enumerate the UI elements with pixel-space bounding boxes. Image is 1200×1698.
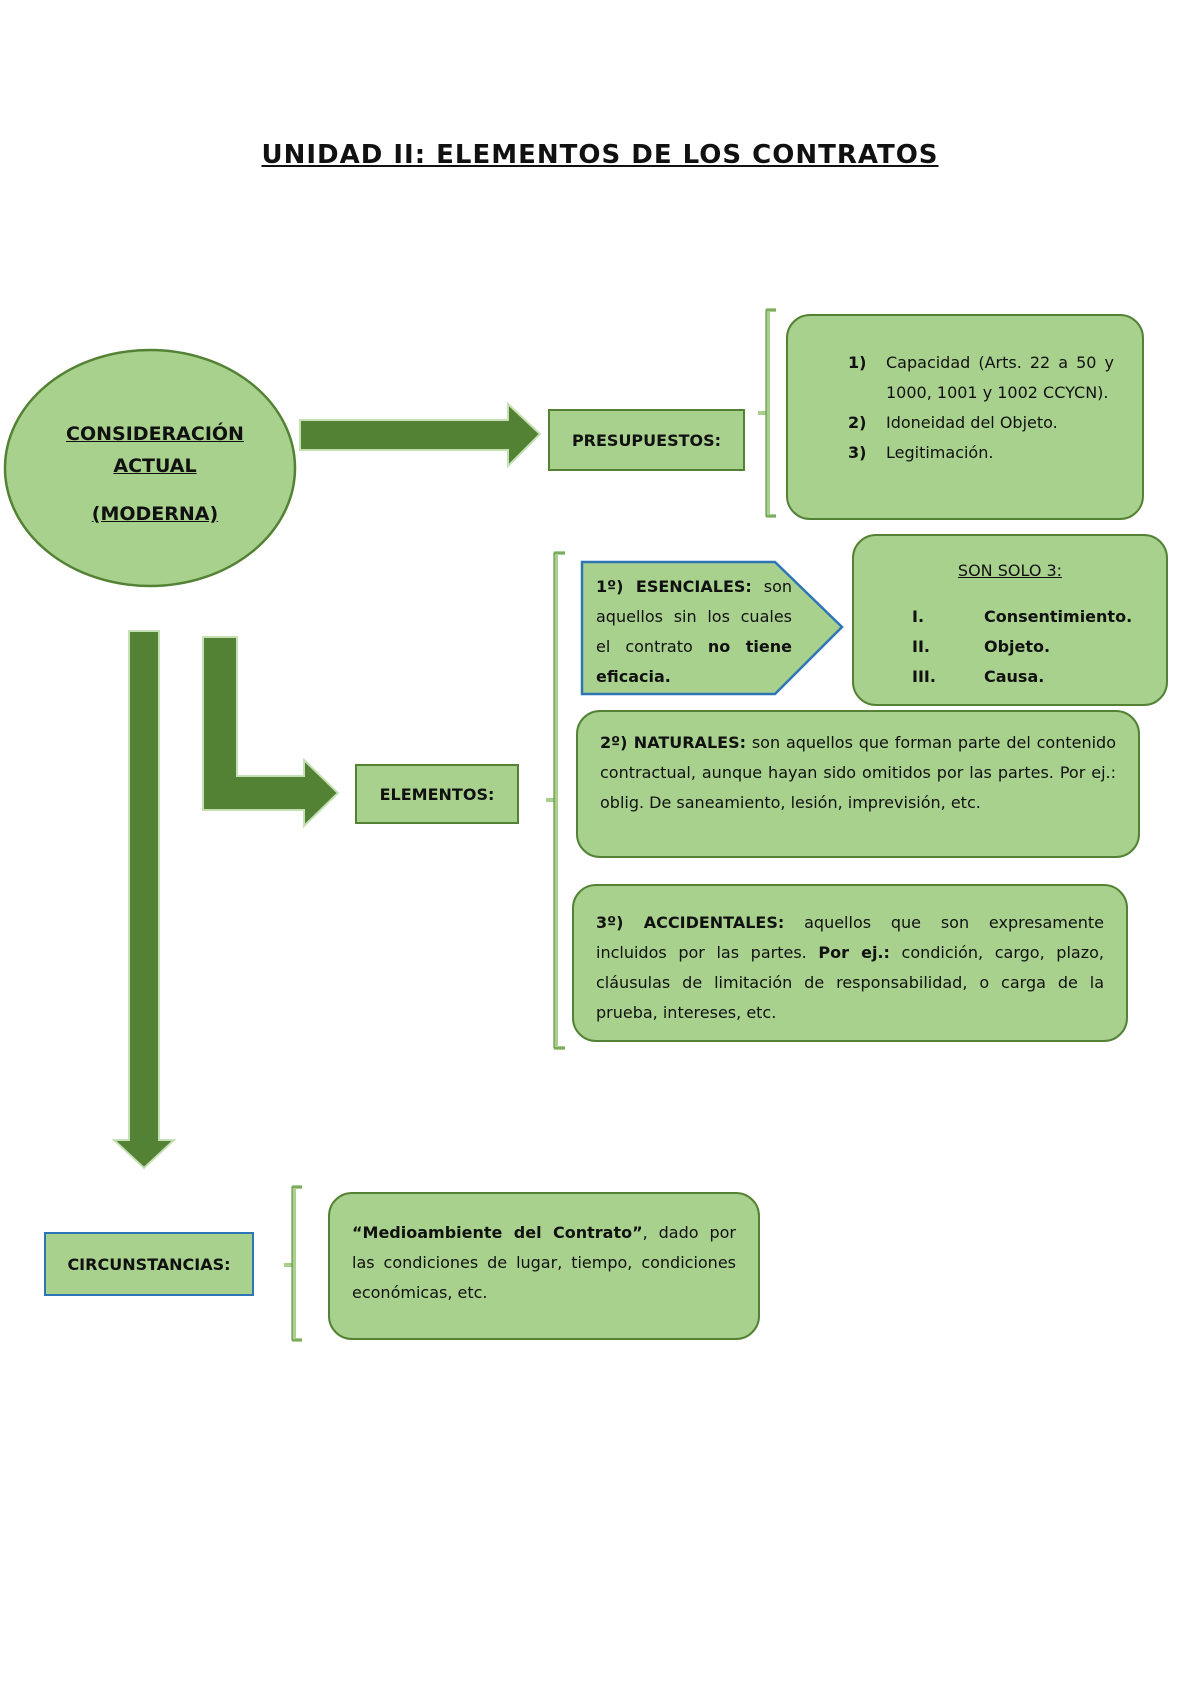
accidentales-panel: 3º) ACCIDENTALES: aquellos que son expre… <box>572 884 1128 1042</box>
page-title: UNIDAD II: ELEMENTOS DE LOS CONTRATOS <box>261 140 939 170</box>
elementos-label: ELEMENTOS: <box>355 764 519 824</box>
central-line-1: CONSIDERACIÓN <box>66 423 244 445</box>
circunstancias-heading: “Medioambiente del Contrato” <box>352 1223 643 1242</box>
central-oval <box>3 348 297 588</box>
list-item: 3)Legitimación. <box>848 443 994 462</box>
presupuestos-panel: 1)Capacidad (Arts. 22 a 50 y 1000, 1001 … <box>786 314 1144 520</box>
central-concept-label: CONSIDERACIÓN ACTUAL (MODERNA) <box>20 418 290 530</box>
circunstancias-panel: “Medioambiente del Contrato”, dado por l… <box>328 1192 760 1340</box>
naturales-heading: 2º) NATURALES: <box>600 733 746 752</box>
son-solo-panel: SON SOLO 3: I.Consentimiento. II.Objeto.… <box>852 534 1168 706</box>
list-item: 2)Idoneidad del Objeto. <box>848 413 1058 432</box>
bracket-circunstancias <box>284 1185 302 1342</box>
bracket-elementos <box>546 551 565 1050</box>
esenciales-heading: 1º) ESENCIALES: <box>596 577 752 596</box>
presupuestos-label: PRESUPUESTOS: <box>548 409 745 471</box>
central-line-3: (MODERNA) <box>91 503 219 525</box>
son-solo-heading: SON SOLO 3: <box>957 561 1063 580</box>
list-item: III.Causa. <box>912 667 1045 686</box>
arrow-to-circunstancias <box>111 630 177 1170</box>
list-item: II.Objeto. <box>912 637 1051 656</box>
esenciales-pentagon <box>580 560 844 696</box>
naturales-panel: 2º) NATURALES: son aquellos que forman p… <box>576 710 1140 858</box>
son-solo-list: I.Consentimiento. II.Objeto. III.Causa. <box>912 602 1146 692</box>
arrow-to-elementos <box>202 636 340 829</box>
circunstancias-label: CIRCUNSTANCIAS: <box>44 1232 254 1296</box>
list-item: 1)Capacidad (Arts. 22 a 50 y 1000, 1001 … <box>848 353 1114 402</box>
bracket-presupuestos <box>758 308 776 518</box>
presupuestos-list: 1)Capacidad (Arts. 22 a 50 y 1000, 1001 … <box>848 348 1114 468</box>
accidentales-heading: 3º) ACCIDENTALES: <box>596 913 785 932</box>
list-item: I.Consentimiento. <box>912 607 1133 626</box>
esenciales-text: 1º) ESENCIALES: son aquellos sin los cua… <box>596 577 793 686</box>
central-line-2: ACTUAL <box>113 455 197 477</box>
arrow-to-presupuestos <box>299 401 542 469</box>
